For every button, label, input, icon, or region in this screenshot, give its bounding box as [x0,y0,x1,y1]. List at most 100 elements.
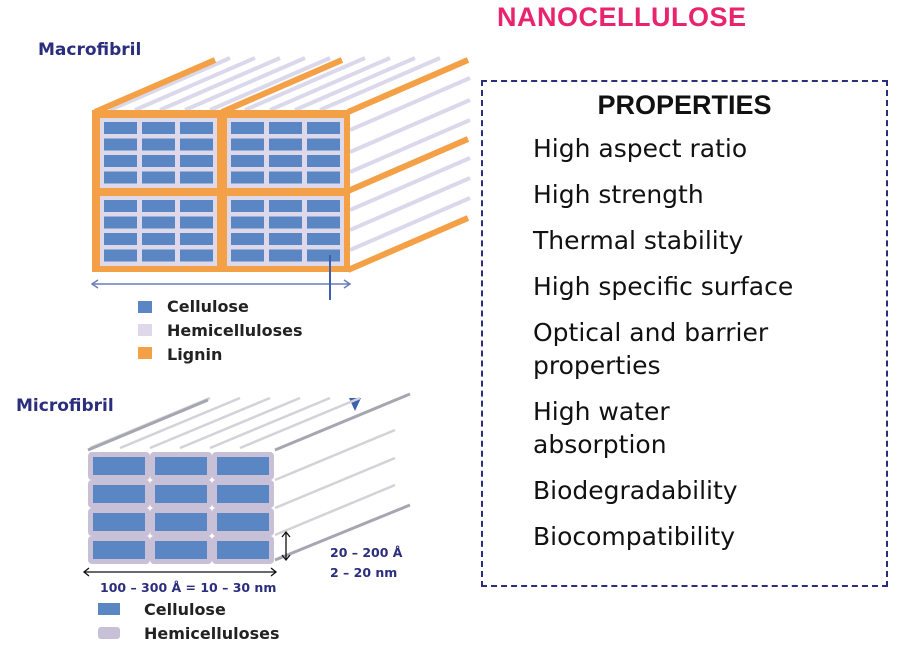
macro-cellulose-cell [269,200,302,212]
macro-cellulose-cell [142,171,175,184]
property-item: High specific surface [533,272,794,301]
properties-heading: PROPERTIES [597,90,772,120]
micro-legend-hemicelluloses: Hemicelluloses [144,624,280,643]
micro-cellulose-cell [217,485,269,503]
micro-cellulose-cell [217,513,269,531]
microfibril-edge-lines [87,392,411,562]
macro-cellulose-cell [269,171,302,184]
property-item: Thermal stability [533,226,744,255]
macrofibril-label: Macrofibril [38,40,142,60]
micro-cellulose-cell [93,513,145,531]
micro-legend-cellulose: Cellulose [144,600,226,619]
macro-legend-hemicelluloses: Hemicelluloses [167,321,303,340]
macrofibril-fibre-lines [109,56,471,252]
micro-cellulose-cell [155,513,207,531]
macro-cellulose-cell [142,216,175,229]
macro-cellulose-cell [231,216,264,229]
macro-cellulose-cell [307,200,340,212]
microfibril-height-arrow [281,530,291,562]
macro-cellulose-cell [231,171,264,184]
legend-swatch-micro-cellulose [98,603,120,615]
macro-cellulose-cell [180,200,213,212]
macro-cellulose-cell [307,171,340,184]
microfibril-height-dimension-a: 20 – 200 Å [330,545,403,560]
macro-cellulose-cell [104,233,137,245]
micro-cellulose-cell [155,541,207,559]
macrofibril-cellulose-cells [104,122,340,262]
diagram-title: NANOCELLULOSE [497,2,747,32]
property-item: Optical and barrier properties [533,318,769,380]
macro-cellulose-cell [180,171,213,184]
macro-cellulose-cell [307,216,340,229]
property-item: Biodegradability [533,476,738,505]
macro-cellulose-cell [231,233,264,245]
micro-cellulose-cell [93,457,145,475]
lignin-depth-lines [93,57,470,273]
properties-list: High aspect ratio High strength Thermal … [533,132,883,566]
macro-cellulose-cell [307,155,340,167]
micro-cellulose-cell [93,485,145,503]
macro-cellulose-cell [231,138,264,151]
property-item: High water absorption [533,397,670,459]
macro-legend-lignin: Lignin [167,345,223,364]
microfibril-label: Microfibril [16,396,114,416]
macro-cellulose-cell [180,216,213,229]
microfibril-height-dimension-b: 2 – 20 nm [330,565,398,580]
connector-arrow [329,255,331,300]
macro-cellulose-cell [231,122,264,134]
macro-cellulose-cell [104,200,137,212]
macro-cellulose-cell [180,249,213,262]
property-item: High strength [533,180,704,209]
macro-cellulose-cell [231,155,264,167]
macro-cellulose-cell [180,138,213,151]
macrofibril-graphic [90,56,471,300]
macro-cellulose-cell [104,249,137,262]
macro-legend-cellulose: Cellulose [167,297,249,316]
macro-cellulose-cell [307,122,340,134]
macro-cellulose-cell [142,200,175,212]
macro-cellulose-cell [269,233,302,245]
legend-swatch-hemicelluloses [138,324,152,336]
microfibril-graphic [82,392,411,577]
macro-cellulose-cell [104,216,137,229]
macro-cellulose-cell [180,122,213,134]
macro-cellulose-cell [104,122,137,134]
micro-cellulose-cell [155,485,207,503]
macro-cellulose-cell [180,155,213,167]
properties-panel [481,80,888,587]
macro-cellulose-cell [269,216,302,229]
microfibril-cells [88,452,274,564]
micro-cellulose-cell [217,541,269,559]
macro-cellulose-cell [180,233,213,245]
property-item: Biocompatibility [533,522,736,551]
microfibril-width-arrow [82,567,278,577]
macro-cellulose-cell [269,122,302,134]
macro-cellulose-cell [269,138,302,151]
micro-cellulose-cell [93,541,145,559]
macro-cellulose-cell [142,249,175,262]
property-item: High aspect ratio [533,134,748,163]
macro-cellulose-cell [307,249,340,262]
macro-cellulose-cell [307,138,340,151]
macro-cellulose-cell [269,155,302,167]
macro-cellulose-cell [104,138,137,151]
micro-cellulose-cell [217,457,269,475]
macro-cellulose-cell [307,233,340,245]
macro-cellulose-cell [104,171,137,184]
micro-legend-swatches [98,603,120,639]
macro-cellulose-cell [104,155,137,167]
macro-cellulose-cell [142,138,175,151]
macro-cellulose-cell [142,122,175,134]
macro-cellulose-cell [142,155,175,167]
microfibril-width-dimension: 100 – 300 Å = 10 – 30 nm [100,580,277,595]
macro-cellulose-cell [231,200,264,212]
macro-legend-swatches [138,301,152,359]
macro-cellulose-cell [142,233,175,245]
micro-cellulose-cell [155,457,207,475]
legend-swatch-cellulose [138,301,152,313]
macro-cellulose-cell [231,249,264,262]
legend-swatch-lignin [138,347,152,359]
legend-swatch-micro-hemicelluloses [98,627,120,639]
macrofibril-width-arrow [90,279,352,289]
macro-cellulose-cell [269,249,302,262]
